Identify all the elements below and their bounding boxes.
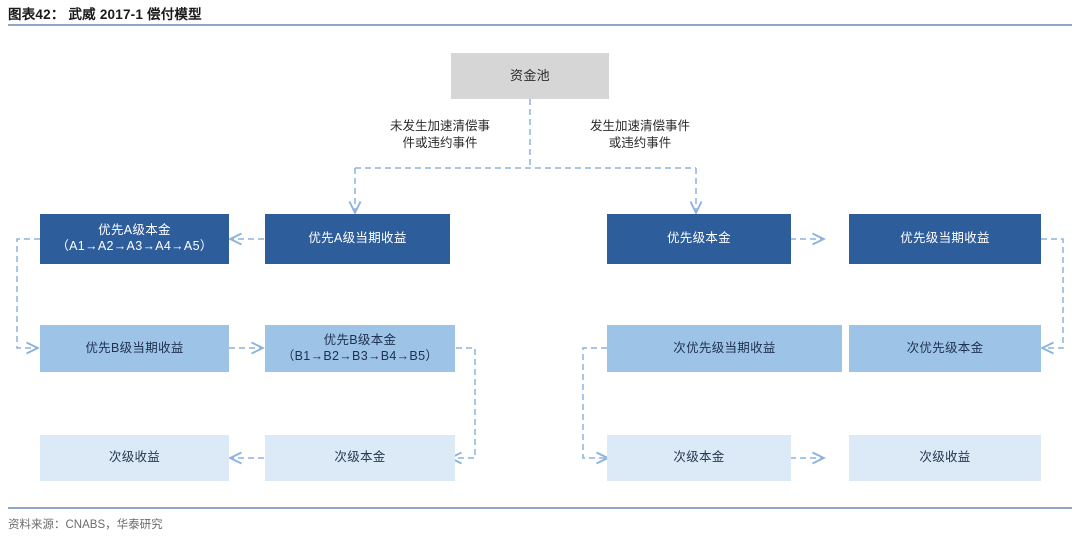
node-senior-interest-label: 优先级当期收益 [900,231,990,246]
node-b-interest-label: 优先B级当期收益 [85,340,184,355]
edge-b-principal-to-sub-principal [451,347,476,458]
node-sub-principal-right-label: 次级本金 [673,450,725,465]
page-title: 图表42： 武威 2017-1 偿付模型 [8,7,202,22]
source-note: 资料来源：CNABS，华泰研究 [8,519,163,531]
node-mezz-interest[interactable]: 次优先级当期收益 [607,325,842,372]
branch-label-left-line1: 未发生加速清偿事 [389,119,490,133]
node-senior-principal-label: 优先级本金 [666,231,731,246]
node-a-principal-sublabel: （A1→A2→A3→A4→A5） [56,239,213,253]
node-mezz-principal-label: 次优先级本金 [906,340,984,355]
header-divider [8,24,1072,26]
node-b-principal-label: 优先B级本金 [323,332,397,347]
node-pool[interactable]: 资金池 [451,53,609,99]
edge-a-principal-to-b-interest [16,238,40,348]
node-b-interest[interactable]: 优先B级当期收益 [40,325,229,372]
branch-label-right-line2: 或违约事件 [608,135,672,150]
branch-label-right-line1: 发生加速清偿事件 [589,119,690,133]
node-sub-interest-label: 次级收益 [108,450,161,465]
node-mezz-principal[interactable]: 次优先级本金 [849,325,1041,372]
node-sub-principal-right[interactable]: 次级本金 [607,435,791,481]
branch-label-left-line2: 件或违约事件 [402,135,478,150]
node-sub-interest[interactable]: 次级收益 [40,435,229,481]
node-pool-label: 资金池 [510,67,550,83]
node-sub-interest-right[interactable]: 次级收益 [849,435,1041,481]
node-senior-interest[interactable]: 优先级当期收益 [849,214,1041,264]
edge-sen-interest-to-mez-principal [1041,238,1064,348]
node-a-principal[interactable]: 优先A级本金 （A1→A2→A3→A4→A5） [40,214,229,264]
edge-mez-interest-to-sub-principal [582,347,607,458]
footer-divider [8,507,1072,509]
branch-label-right: 发生加速清偿事件 或违约事件 [545,118,735,152]
node-mezz-interest-label: 次优先级当期收益 [673,340,776,355]
node-a-principal-label: 优先A级本金 [98,223,171,238]
node-sub-principal-label: 次级本金 [334,450,386,465]
node-b-principal-sublabel: （B1→B2→B3→B4→B5） [281,348,439,363]
branch-label-left: 未发生加速清偿事 件或违约事件 [350,118,530,152]
node-sub-principal[interactable]: 次级本金 [265,435,455,481]
node-a-interest-label: 优先A级当期收益 [308,231,407,246]
node-a-interest[interactable]: 优先A级当期收益 [265,214,450,264]
node-sub-interest-right-label: 次级收益 [919,450,971,465]
node-senior-principal[interactable]: 优先级本金 [607,214,791,264]
node-b-principal[interactable]: 优先B级本金 （B1→B2→B3→B4→B5） [265,325,455,372]
